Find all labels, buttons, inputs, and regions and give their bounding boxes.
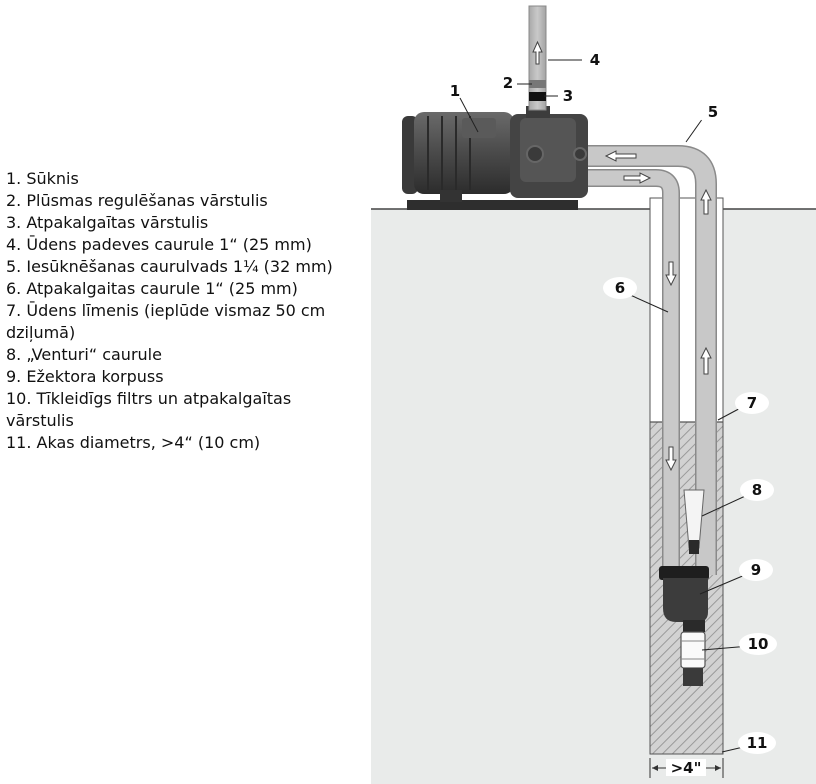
legend-list: 1. Sūknis 2. Plūsmas regulēšanas vārstul…	[6, 168, 356, 454]
well-width-label: >4"	[671, 759, 702, 777]
callout-6: 6	[615, 279, 625, 297]
legend-item: 9. Ežektora korpuss	[6, 367, 164, 386]
down-arrow-icon	[665, 446, 677, 472]
legend-item: 3. Atpakalgaītas vārstulis	[6, 213, 209, 232]
legend-item: 8. „Venturi“ caurule	[6, 345, 162, 364]
callout-11: 11	[747, 734, 768, 752]
discharge-pipe	[528, 5, 547, 111]
callout-9: 9	[751, 561, 761, 579]
callout-8: 8	[752, 481, 762, 499]
right-arrow-icon	[623, 172, 652, 184]
legend-item: 6. Atpakalgaitas caurule 1“ (25 mm)	[6, 279, 298, 298]
check-valve-top	[529, 92, 546, 101]
callout-2: 2	[503, 74, 513, 92]
callout-7: 7	[747, 394, 757, 412]
filter-check-valve	[680, 631, 706, 686]
pump-housing	[510, 106, 588, 198]
pump-motor	[402, 112, 514, 202]
well-width-dimension: >4"	[649, 758, 724, 778]
up-arrow-icon	[532, 40, 543, 65]
venturi-tube	[683, 489, 705, 554]
legend-item: 1. Sūknis	[6, 169, 79, 188]
callout-5: 5	[708, 103, 718, 121]
down-arrow-icon	[665, 261, 677, 287]
suction-pipe	[588, 145, 717, 575]
ejector-body	[659, 566, 709, 632]
flow-regulating-valve	[529, 80, 546, 88]
legend-item: 7. Ūdens līmenis (ieplūde vismaz 50 cm d…	[6, 301, 326, 342]
callout-1: 1	[450, 82, 460, 100]
return-pipe	[588, 169, 680, 575]
legend-item: 2. Plūsmas regulēšanas vārstulis	[6, 191, 268, 210]
flow-arrows	[604, 150, 712, 472]
up-arrow-icon	[700, 346, 712, 375]
up-arrow-icon	[700, 188, 712, 215]
legend-item: 5. Iesūknēšanas caurulvads 1¼ (32 mm)	[6, 257, 333, 276]
callout-3: 3	[563, 87, 573, 105]
callout-4: 4	[590, 51, 600, 69]
left-arrow-icon	[604, 150, 637, 162]
ground	[371, 208, 816, 784]
legend-item: 4. Ūdens padeves caurule 1“ (25 mm)	[6, 235, 312, 254]
legend-item: 11. Akas diametrs, >4“ (10 cm)	[6, 433, 261, 452]
legend-item: 10. Tīkleidīgs filtrs un atpakalgaītas v…	[6, 389, 292, 430]
callout-labels: 1 2 3 4 5 6 7 8 9 10 11	[450, 51, 777, 754]
pump-base-plate	[407, 200, 578, 210]
callout-10: 10	[748, 635, 769, 653]
